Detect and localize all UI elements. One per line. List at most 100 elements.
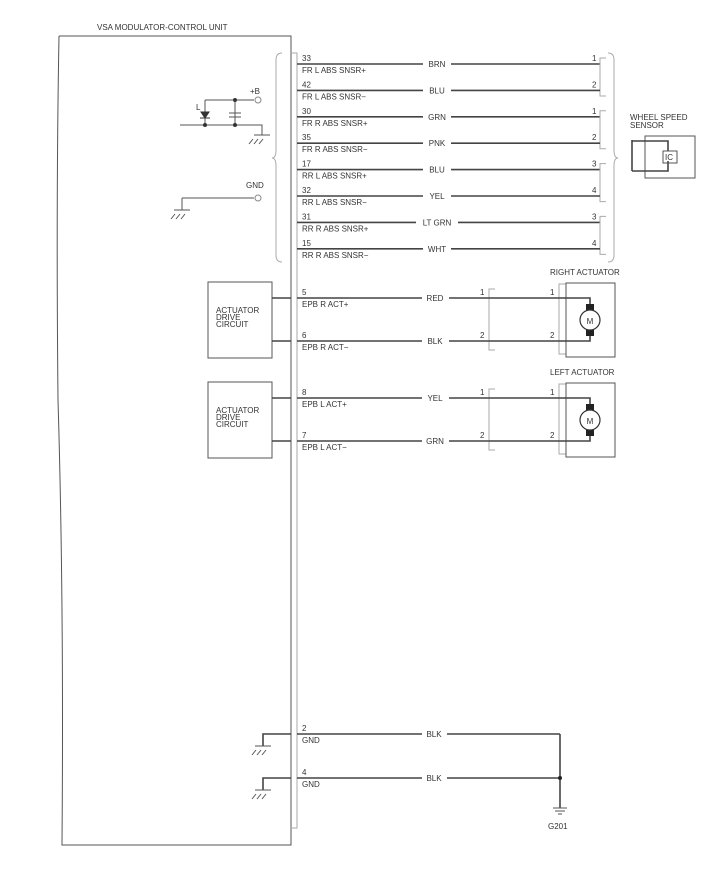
wire-color: PNK	[429, 139, 446, 148]
diode-label: L	[196, 103, 201, 112]
internal-power-circuit: +B L	[180, 87, 270, 145]
connector-pin: 3	[592, 160, 597, 169]
connector-pin: 1	[592, 54, 597, 63]
sensor-wires: 3 3 FR L ABS SNSR+ BRN 1 42 FR L ABS SNSR− BLU 2…	[297, 54, 606, 260]
connector-pin: 1	[550, 288, 555, 297]
pin-number: 32	[302, 186, 311, 195]
motor-brush	[586, 430, 594, 436]
drive-circuit-label: DRIVE	[216, 313, 240, 322]
actuator-box	[565, 382, 616, 458]
wire	[272, 397, 591, 410]
sensor-wire: 17 RR L ABS SNSR+ BLU 3	[297, 160, 606, 203]
actuator-title: LEFT ACTUATOR	[550, 368, 615, 377]
wire	[262, 733, 560, 746]
pin-number: 15	[302, 239, 311, 248]
drive-circuit-label: CIRCUIT	[216, 320, 249, 329]
wire-color: BLU	[429, 86, 445, 95]
signal-name: GND	[302, 736, 320, 745]
sensor-bracket-left	[271, 52, 283, 263]
actuator-drive-circuit	[207, 281, 273, 359]
ground-icon	[248, 134, 270, 145]
control-unit-outline	[56, 35, 292, 846]
connector-bracket	[558, 383, 566, 455]
wire-color: LT GRN	[423, 218, 452, 227]
signal-name: EPB L ACT+	[302, 400, 347, 409]
pin-number: 42	[302, 80, 311, 89]
sensor-wire: 31 RR R ABS SNSR+ LT GRN 3	[297, 212, 606, 255]
signal-name: FR L ABS SNSR−	[302, 92, 366, 101]
wheel-sensor-label-2: SENSOR	[630, 121, 664, 130]
connector-bracket	[488, 288, 495, 351]
wire	[272, 330, 591, 342]
connector-pin: 2	[550, 431, 555, 440]
connector-pin: 2	[480, 331, 485, 340]
connector-pin: 1	[592, 107, 597, 116]
wheel-speed-sensor: WHEEL SPEED SENSOR IC	[607, 52, 696, 263]
plus-b-label: +B	[250, 87, 260, 96]
unit-connector-outline	[291, 52, 298, 829]
motor-icon	[579, 409, 601, 431]
connector-pin: 2	[592, 133, 597, 142]
wire-color: RED	[427, 294, 444, 303]
pin-number: 30	[302, 107, 311, 116]
signal-name: FR L ABS SNSR+	[302, 66, 366, 75]
actuator-drive-circuit	[207, 381, 273, 459]
wire-color: BLK	[426, 730, 442, 739]
drive-circuit-label: CIRCUIT	[216, 420, 249, 429]
ground-icon	[251, 789, 271, 800]
connector-pin: 4	[592, 186, 597, 195]
connector-pin: 2	[550, 331, 555, 340]
connector-pin: 3	[592, 212, 597, 221]
motor-label: M	[587, 417, 594, 426]
motor-icon	[579, 309, 601, 331]
connector-bracket	[599, 57, 606, 97]
connector-pin: 1	[480, 388, 485, 397]
wire	[272, 297, 591, 310]
motor-brush	[586, 404, 594, 410]
sensor-wire: 35 FR R ABS SNSR− PNK 2	[297, 133, 600, 154]
pin-number: 2	[302, 724, 307, 733]
unit-title: VSA MODULATOR-CONTROL UNIT	[97, 23, 228, 32]
signal-name: FR R ABS SNSR−	[302, 145, 368, 154]
connector-bracket	[488, 388, 495, 451]
signal-name: RR R ABS SNSR+	[302, 224, 369, 233]
wire-color: BLU	[429, 166, 445, 175]
pin-number: 4	[302, 768, 307, 777]
pin-number: 17	[302, 160, 311, 169]
ground-icon	[170, 197, 254, 220]
signal-name: GND	[302, 780, 320, 789]
pin-number: 5	[302, 288, 307, 297]
connector-pin: 1	[480, 288, 485, 297]
pin-number: 35	[302, 133, 311, 142]
motor-brush	[586, 330, 594, 336]
wire-color: YEL	[429, 192, 445, 201]
actuator-title: RIGHT ACTUATOR	[550, 268, 620, 277]
pin-number: 6	[302, 331, 307, 340]
pin-number: 31	[302, 212, 311, 221]
ic-label: IC	[665, 153, 673, 162]
pin-number: 8	[302, 388, 307, 397]
wire-color: BRN	[429, 60, 446, 69]
signal-name: RR L ABS SNSR−	[302, 198, 367, 207]
wire	[272, 430, 591, 442]
actuator-box	[565, 282, 616, 358]
sensor-wire: 30 FR R ABS SNSR+ GRN 1	[297, 107, 606, 150]
wire-color: GRN	[428, 113, 446, 122]
connector-pin: 2	[480, 431, 485, 440]
ground-point-icon	[553, 807, 567, 815]
connector-bracket	[599, 163, 606, 203]
connector-bracket	[558, 283, 566, 355]
gnd-label: GND	[246, 181, 264, 190]
signal-name: RR L ABS SNSR+	[302, 172, 367, 181]
wire-color: BLK	[427, 337, 443, 346]
signal-name: FR R ABS SNSR+	[302, 119, 368, 128]
connector-bracket	[599, 110, 606, 150]
pin-number: 7	[302, 431, 307, 440]
connector-bracket	[599, 215, 606, 255]
